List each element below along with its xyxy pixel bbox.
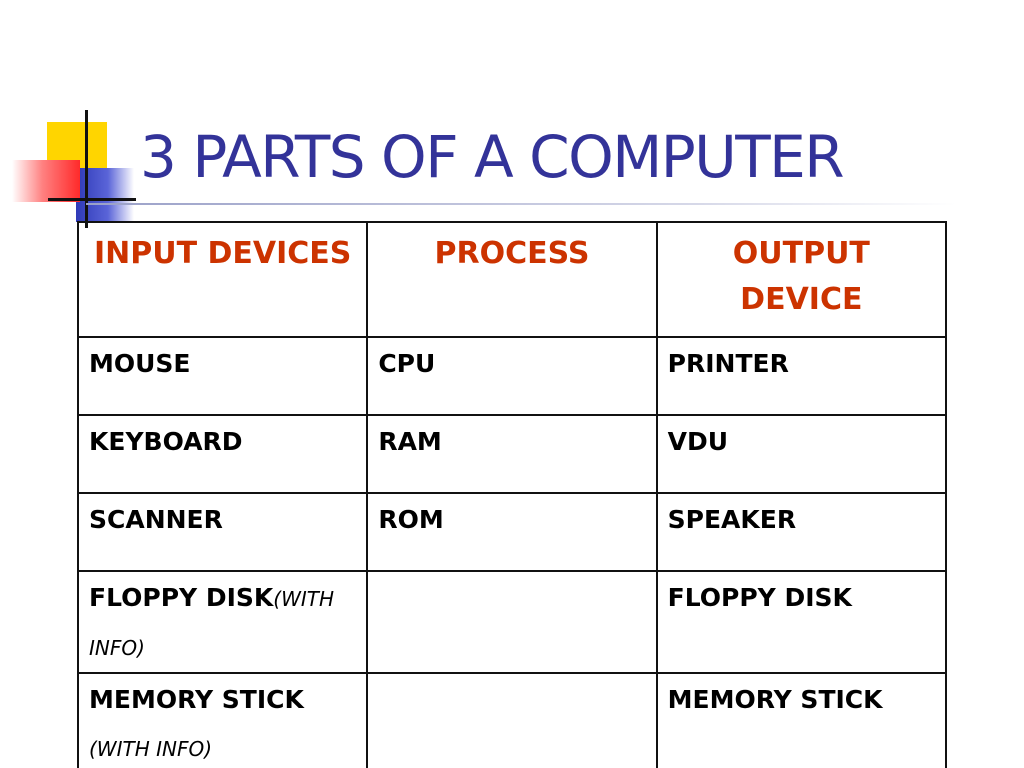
header-input-devices: INPUT DEVICES [76, 221, 369, 338]
cell-input-text: FLOPPY DISK [89, 583, 274, 612]
cell-input: KEYBOARD [76, 414, 369, 494]
title-underline [86, 203, 956, 205]
logo-horizontal-line [48, 198, 136, 201]
cell-input: MEMORY STICK (WITH INFO) [76, 672, 369, 768]
header-process: PROCESS [366, 221, 658, 338]
table-row: MEMORY STICK (WITH INFO) MEMORY STICK [76, 672, 948, 768]
cell-output: FLOPPY DISK [655, 570, 948, 674]
cell-process [366, 672, 658, 768]
table-row: MOUSE CPU PRINTER [76, 336, 948, 416]
cell-process: RAM [366, 414, 658, 494]
cell-output: VDU [655, 414, 948, 494]
cell-input: MOUSE [76, 336, 369, 416]
logo-vertical-line [85, 110, 88, 228]
cell-input-note: (WITH INFO) [89, 587, 334, 660]
table-header-row: INPUT DEVICES PROCESS OUTPUT DEVICE [76, 221, 948, 338]
cell-output: SPEAKER [655, 492, 948, 572]
cell-output: MEMORY STICK [655, 672, 948, 768]
cell-output: PRINTER [655, 336, 948, 416]
table-row: KEYBOARD RAM VDU [76, 414, 948, 494]
cell-process [366, 570, 658, 674]
cell-input: SCANNER [76, 492, 369, 572]
cell-input-text: MEMORY STICK [89, 685, 304, 714]
header-output-device: OUTPUT DEVICE [655, 221, 948, 338]
cell-input: FLOPPY DISK(WITH INFO) [76, 570, 369, 674]
slide-title: 3 PARTS OF A COMPUTER [140, 123, 845, 191]
cell-input-note: (WITH INFO) [89, 737, 212, 761]
table-row: FLOPPY DISK(WITH INFO) FLOPPY DISK [76, 570, 948, 674]
cell-process: ROM [366, 492, 658, 572]
table-row: SCANNER ROM SPEAKER [76, 492, 948, 572]
logo-red-square [12, 160, 80, 202]
parts-table: INPUT DEVICES PROCESS OUTPUT DEVICE MOUS… [76, 221, 948, 768]
decorative-logo [0, 0, 140, 240]
cell-process: CPU [366, 336, 658, 416]
